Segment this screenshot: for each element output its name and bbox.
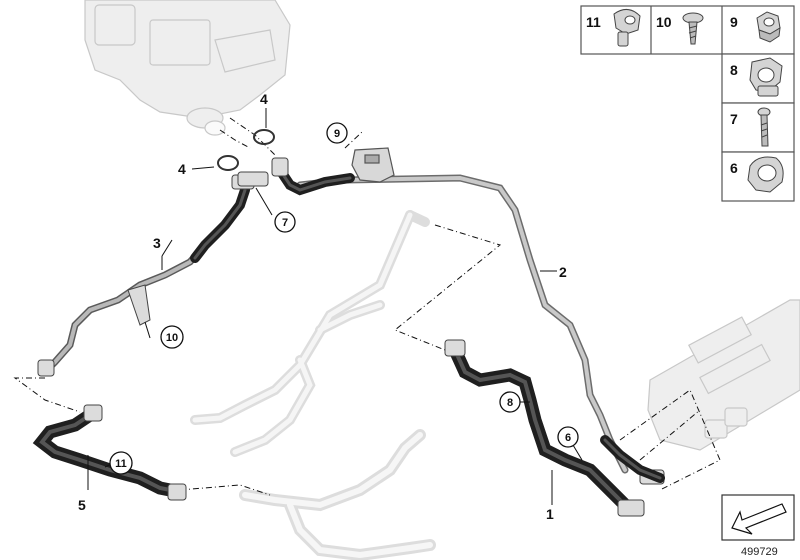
callout-circle-7: 7	[274, 211, 296, 233]
part-9-bracket	[351, 147, 395, 183]
ghost-heater-right	[647, 299, 800, 451]
part-1-branch	[600, 435, 665, 483]
callout-circle-10: 10	[160, 325, 184, 349]
callout-9: 9	[334, 128, 340, 140]
arrow-icon-box[interactable]	[721, 494, 795, 541]
hose-clip-icon	[747, 156, 784, 193]
part-3-hose	[41, 185, 250, 376]
callout-2: 2	[559, 264, 567, 280]
callout-7: 7	[282, 217, 288, 229]
callout-10: 10	[166, 332, 178, 344]
short-hose	[275, 165, 355, 196]
nut-icon	[756, 11, 781, 43]
legend-num-8: 8	[730, 62, 738, 78]
callout-circle-6: 6	[557, 426, 579, 448]
part-5-hose	[32, 408, 187, 499]
callout-8: 8	[507, 397, 513, 409]
part-5-fittings	[83, 404, 187, 501]
ghost-hose-center	[190, 210, 430, 457]
callout-4-top: 4	[260, 91, 268, 107]
part-4-orings	[217, 129, 275, 171]
ghost-hose-center-outline	[192, 212, 413, 455]
clamp-icon	[749, 57, 783, 97]
part-1-hose	[448, 343, 637, 517]
callout-4-left: 4	[178, 161, 186, 177]
callout-circle-11: 11	[109, 451, 133, 475]
connector-7	[237, 157, 289, 187]
legend-num-7: 7	[730, 111, 738, 127]
callout-1: 1	[546, 506, 554, 522]
part-1-fittings	[444, 339, 665, 517]
callout-11: 11	[115, 458, 127, 470]
callout-3: 3	[153, 235, 161, 251]
parts-legend: 11 10 9 8 7	[580, 5, 795, 202]
screw-icon	[682, 12, 704, 45]
legend-num-11: 11	[586, 14, 601, 30]
callout-circle-8: 8	[499, 391, 521, 413]
bolt-icon	[757, 107, 771, 147]
dashed-leaders	[13, 117, 721, 496]
legend-num-9: 9	[730, 14, 738, 30]
ghost-module-top	[84, 0, 291, 136]
legend-num-10: 10	[656, 14, 672, 30]
legend-num-6: 6	[730, 160, 738, 176]
callout-6: 6	[565, 432, 571, 444]
callout-circle-9: 9	[326, 122, 348, 144]
part-2-pipe	[296, 174, 629, 474]
arrow-icon	[731, 503, 787, 535]
callout-5: 5	[78, 497, 86, 513]
reference-number: 499729	[741, 546, 778, 558]
ghost-hose-bottom-outline	[242, 432, 433, 559]
clip-icon	[613, 9, 641, 47]
